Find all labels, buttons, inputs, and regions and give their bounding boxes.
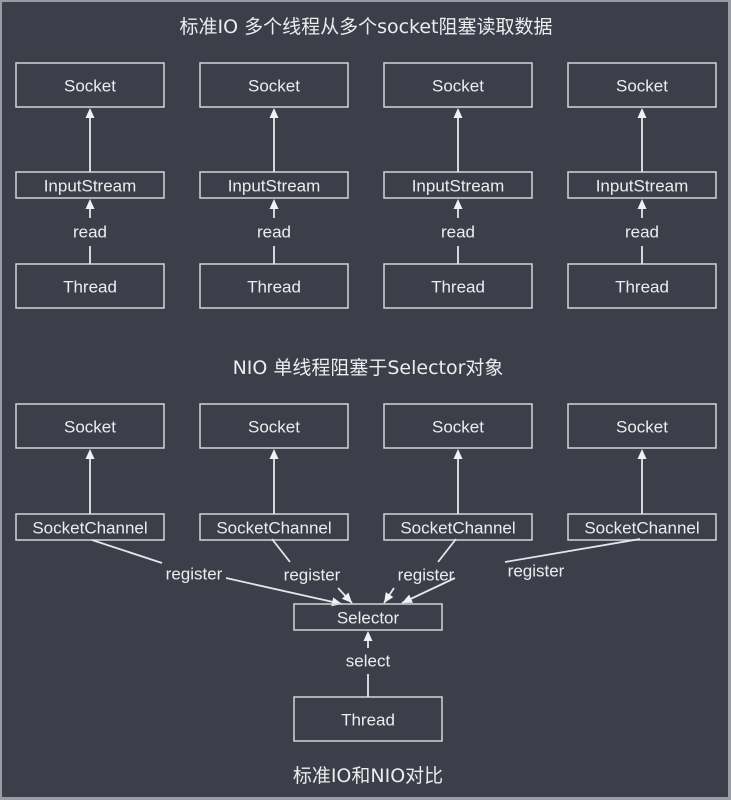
- thread-box-label: Thread: [247, 278, 301, 297]
- socket-box-frame: [199, 403, 349, 449]
- register-line-lower: [225, 577, 343, 605]
- socket-box-label: Socket: [616, 77, 668, 96]
- thread-box: Thread: [293, 696, 443, 742]
- socket-box-frame: [383, 62, 533, 108]
- socket-box: Socket: [15, 403, 165, 449]
- arrow-head: [85, 449, 95, 459]
- arrow-head: [85, 108, 95, 118]
- read-edge-label: read: [257, 223, 291, 242]
- inputstream-box-label: InputStream: [44, 177, 137, 196]
- inputstream-box: InputStream: [383, 171, 533, 199]
- thread-box: Thread: [567, 263, 717, 309]
- selector-box-label: Selector: [337, 609, 400, 628]
- arrow-head: [85, 199, 95, 209]
- socket-box: Socket: [383, 403, 533, 449]
- socket-box-label: Socket: [64, 418, 116, 437]
- socket-box-label: Socket: [616, 418, 668, 437]
- register-line-upper: [91, 539, 163, 564]
- arrow-head: [363, 631, 373, 641]
- socket-box-frame: [199, 62, 349, 108]
- arrow-head: [453, 108, 463, 118]
- inputstream-box-label: InputStream: [596, 177, 689, 196]
- socket-box-label: Socket: [432, 418, 484, 437]
- thread-box: Thread: [199, 263, 349, 309]
- register-line-upper: [271, 538, 291, 563]
- socket-box-frame: [567, 62, 717, 108]
- socket-box: Socket: [567, 62, 717, 108]
- selector-box-frame: [293, 603, 443, 631]
- standard-io-section: SocketInputStreamThreadreadSocketInputSt…: [15, 62, 717, 309]
- socket-box-frame: [15, 62, 165, 108]
- socket-box: Socket: [567, 403, 717, 449]
- thread-box-label: Thread: [341, 711, 395, 730]
- arrow-head: [637, 199, 647, 209]
- nio-section: SocketSocketChannelregisterSocketSocketC…: [15, 403, 717, 742]
- arrow-head: [331, 597, 342, 607]
- socket-box-label: Socket: [248, 418, 300, 437]
- thread-box: Thread: [383, 263, 533, 309]
- read-edge-label: read: [625, 223, 659, 242]
- socketchannel-box: SocketChannel: [199, 513, 349, 541]
- socketchannel-box-label: SocketChannel: [32, 519, 147, 538]
- socket-box: Socket: [199, 403, 349, 449]
- socket-box-frame: [15, 403, 165, 449]
- inputstream-box: InputStream: [567, 171, 717, 199]
- selector-box: Selector: [293, 603, 443, 631]
- title-standard-io: 标准IO 多个线程从多个socket阻塞读取数据: [179, 16, 552, 38]
- register-line-upper: [437, 538, 457, 563]
- caption: 标准IO和NIO对比: [293, 765, 443, 787]
- inputstream-box-label: InputStream: [228, 177, 321, 196]
- socketchannel-box-label: SocketChannel: [400, 519, 515, 538]
- inputstream-box-label: InputStream: [412, 177, 505, 196]
- read-edge-label: read: [441, 223, 475, 242]
- arrow-head: [453, 449, 463, 459]
- register-edge-label: register: [166, 565, 223, 584]
- arrow-head: [637, 108, 647, 118]
- socketchannel-box-label: SocketChannel: [216, 519, 331, 538]
- inputstream-box: InputStream: [15, 171, 165, 199]
- select-edge-label: select: [346, 652, 391, 671]
- inputstream-box: InputStream: [199, 171, 349, 199]
- socket-box-label: Socket: [64, 77, 116, 96]
- socket-box-label: Socket: [432, 77, 484, 96]
- arrow-head: [341, 592, 352, 603]
- socket-box-frame: [383, 403, 533, 449]
- arrow-head: [269, 108, 279, 118]
- arrow-head: [384, 592, 394, 603]
- socket-box-label: Socket: [248, 77, 300, 96]
- thread-box: Thread: [15, 263, 165, 309]
- socket-box: Socket: [15, 62, 165, 108]
- register-line-upper: [504, 538, 641, 563]
- arrow-head: [637, 449, 647, 459]
- read-edge-label: read: [73, 223, 107, 242]
- thread-box-label: Thread: [431, 278, 485, 297]
- socketchannel-box-label: SocketChannel: [584, 519, 699, 538]
- register-edge-label: register: [284, 566, 341, 585]
- register-edge-label: register: [398, 566, 455, 585]
- register-edge-label: register: [508, 562, 565, 581]
- socket-box-frame: [567, 403, 717, 449]
- thread-box-label: Thread: [615, 278, 669, 297]
- arrow-head: [269, 449, 279, 459]
- arrow-head: [453, 199, 463, 209]
- socketchannel-box: SocketChannel: [15, 513, 165, 541]
- arrow-head: [402, 594, 413, 603]
- socketchannel-box: SocketChannel: [383, 513, 533, 541]
- arrow-head: [269, 199, 279, 209]
- socket-box: Socket: [199, 62, 349, 108]
- title-nio: NIO 单线程阻塞于Selector对象: [233, 357, 504, 379]
- socketchannel-box: SocketChannel: [567, 513, 717, 541]
- thread-box-label: Thread: [63, 278, 117, 297]
- socket-box: Socket: [383, 62, 533, 108]
